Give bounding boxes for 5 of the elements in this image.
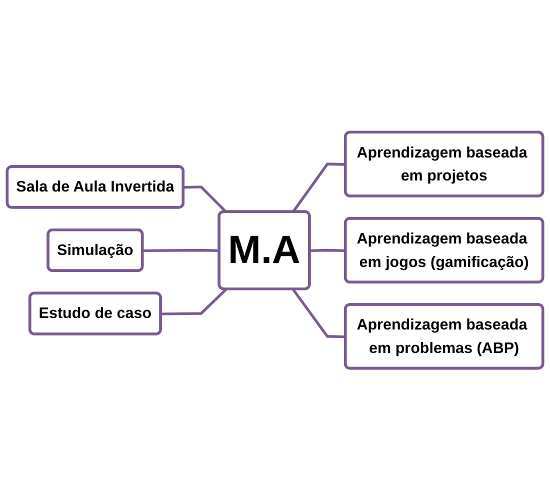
connector	[184, 185, 228, 213]
connector	[310, 248, 346, 252]
connector	[292, 288, 346, 338]
connector	[160, 288, 228, 316]
connector	[142, 248, 220, 252]
